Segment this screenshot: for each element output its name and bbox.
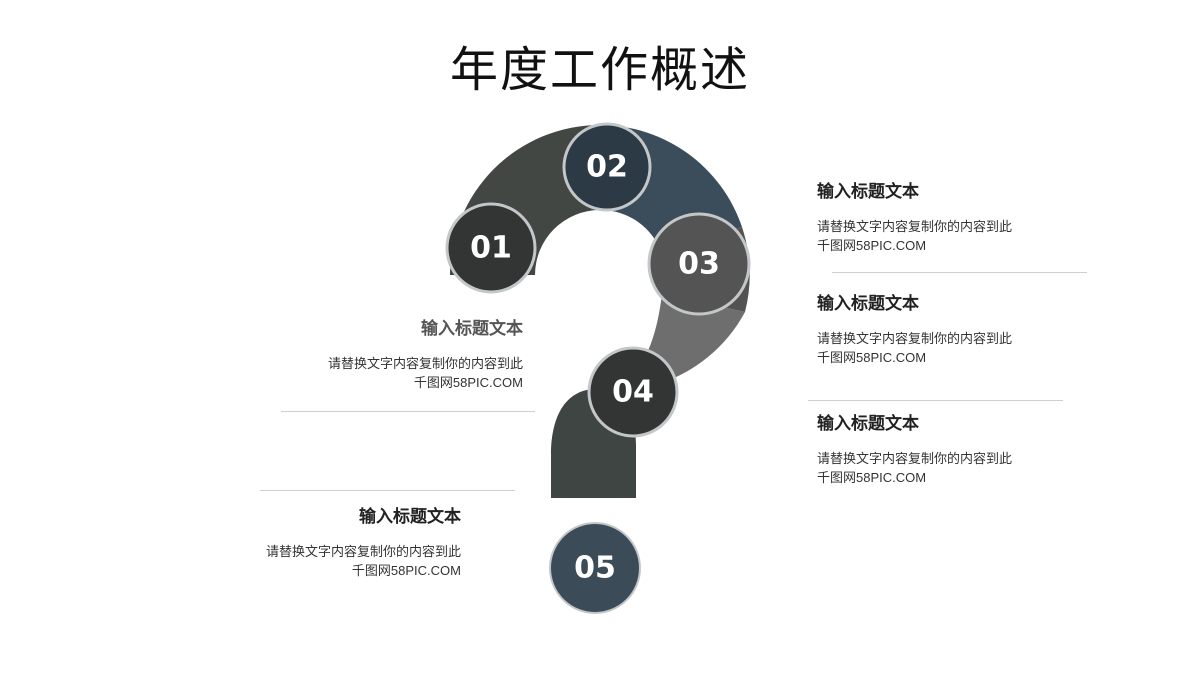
- divider: [832, 272, 1087, 273]
- block-body-line: 请替换文字内容复制你的内容到此: [817, 451, 1013, 466]
- step-number-05: 05: [574, 551, 616, 586]
- block-body-line: 千图网58PIC.COM: [817, 350, 927, 365]
- step-number-02: 02: [586, 150, 628, 185]
- page-title: 年度工作概述: [449, 42, 750, 98]
- step-circle-01: 01: [445, 202, 537, 294]
- block-body: 请替换文字内容复制你的内容到此 千图网58PIC.COM: [817, 217, 1077, 255]
- block-body: 请替换文字内容复制你的内容到此 千图网58PIC.COM: [263, 354, 523, 392]
- step-circle-03: 03: [647, 212, 751, 316]
- step-circle-02: 02: [562, 122, 652, 212]
- block-body: 请替换文字内容复制你的内容到此 千图网58PIC.COM: [201, 542, 461, 580]
- block-body-line: 请替换文字内容复制你的内容到此: [817, 331, 1013, 346]
- text-block-left-upper: 输入标题文本 请替换文字内容复制你的内容到此 千图网58PIC.COM: [263, 318, 523, 392]
- block-heading: 输入标题文本: [359, 507, 461, 526]
- block-heading: 输入标题文本: [817, 182, 919, 201]
- step-number-04: 04: [612, 375, 654, 410]
- block-body: 请替换文字内容复制你的内容到此 千图网58PIC.COM: [817, 329, 1077, 367]
- block-body-line: 请替换文字内容复制你的内容到此: [265, 544, 461, 559]
- block-body-line: 千图网58PIC.COM: [817, 470, 927, 485]
- text-block-right-middle: 输入标题文本 请替换文字内容复制你的内容到此 千图网58PIC.COM: [817, 293, 1077, 367]
- divider: [260, 490, 515, 491]
- step-circle-04: 04: [587, 346, 679, 438]
- block-body-line: 千图网58PIC.COM: [817, 238, 927, 253]
- step-number-03: 03: [678, 247, 720, 282]
- block-heading: 输入标题文本: [817, 414, 919, 433]
- step-circle-05: 05: [549, 522, 641, 614]
- block-body-line: 请替换文字内容复制你的内容到此: [327, 356, 523, 371]
- step-number-01: 01: [470, 231, 512, 266]
- block-body: 请替换文字内容复制你的内容到此 千图网58PIC.COM: [817, 449, 1077, 487]
- divider: [281, 411, 535, 412]
- block-heading: 输入标题文本: [421, 319, 523, 338]
- block-body-line: 请替换文字内容复制你的内容到此: [817, 219, 1013, 234]
- block-body-line: 千图网58PIC.COM: [413, 375, 523, 390]
- text-block-right-bottom: 输入标题文本 请替换文字内容复制你的内容到此 千图网58PIC.COM: [817, 413, 1077, 487]
- divider: [808, 400, 1063, 401]
- text-block-left-lower: 输入标题文本 请替换文字内容复制你的内容到此 千图网58PIC.COM: [201, 506, 461, 580]
- text-block-right-top: 输入标题文本 请替换文字内容复制你的内容到此 千图网58PIC.COM: [817, 181, 1077, 255]
- block-body-line: 千图网58PIC.COM: [351, 563, 461, 578]
- block-heading: 输入标题文本: [817, 294, 919, 313]
